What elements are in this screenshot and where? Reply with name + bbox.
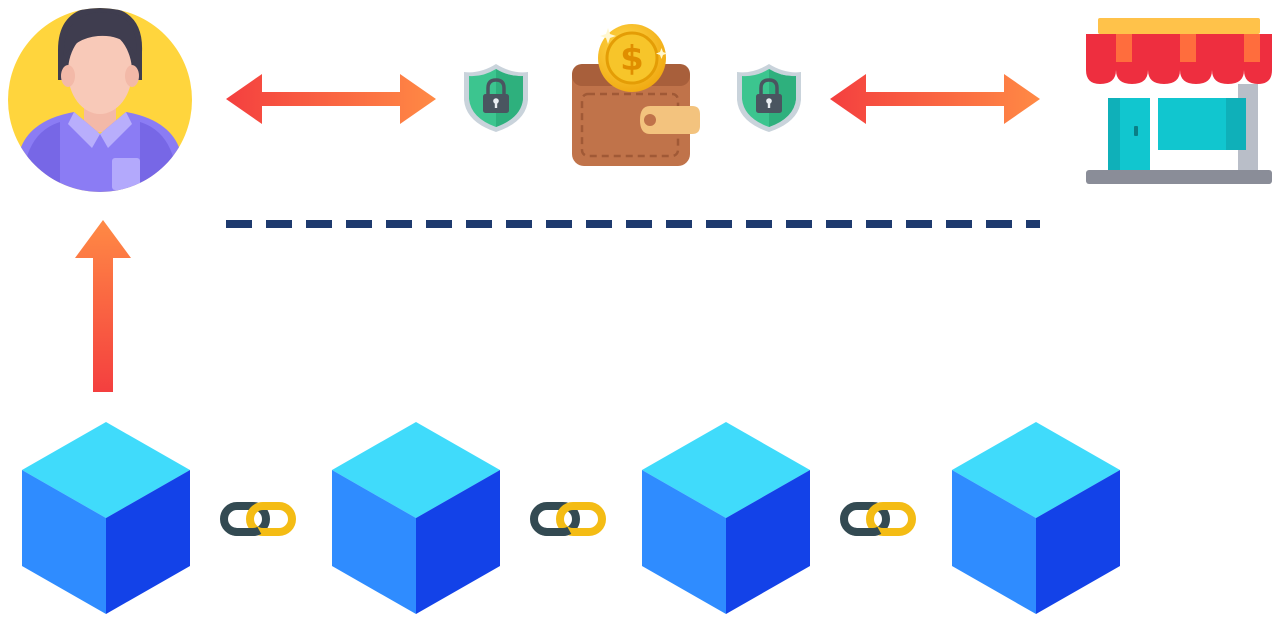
chain-link-icon (530, 502, 606, 536)
chain-link-icon (220, 502, 296, 536)
svg-text:$: $ (620, 39, 644, 79)
blockchain-to-user-arrow (75, 220, 131, 392)
user-wallet-double-arrow (226, 74, 436, 124)
wallet-merchant-double-arrow (830, 74, 1040, 124)
cube-block-icon (332, 422, 500, 614)
user-avatar-icon (8, 8, 192, 192)
storefront-icon (1086, 18, 1272, 184)
chain-link-icon (840, 502, 916, 536)
cube-block-icon (22, 422, 190, 614)
shield-lock-icon (737, 64, 801, 132)
shield-lock-icon (464, 64, 528, 132)
wallet-coin-icon: $ (572, 24, 700, 166)
blockchain (22, 422, 1120, 614)
cube-block-icon (952, 422, 1120, 614)
cube-block-icon (642, 422, 810, 614)
